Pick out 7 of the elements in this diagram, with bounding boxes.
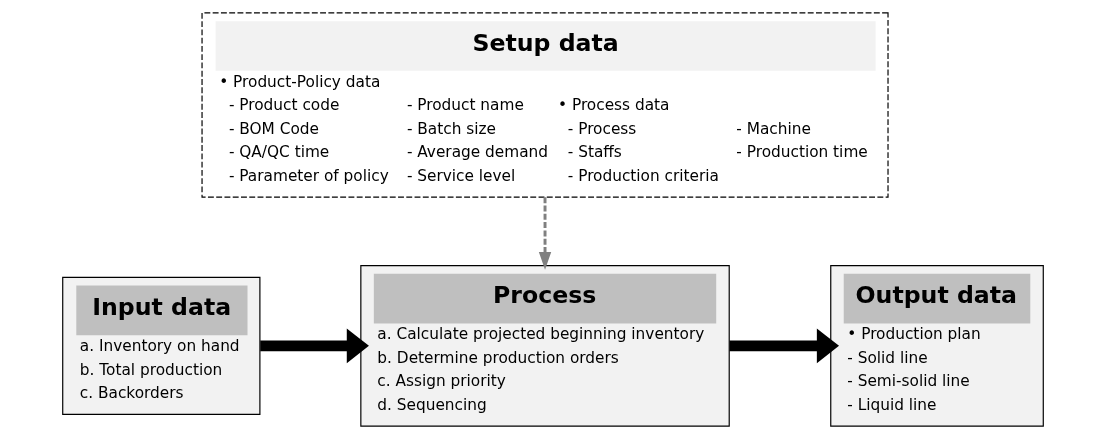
arrow	[538, 197, 551, 270]
arrow	[259, 328, 369, 364]
node-box: Setup data • Product-Policy data - Product code - Product name • Process data - BOM Code - Batch size - Process - Machine - QA/QC time - Average demand - Staffs - Production time - Parameter of policy - Service level - Production criteria	[200, 12, 889, 198]
arrow	[729, 328, 839, 364]
node-box: Process a. Calculate projected beginning inventory b. Determine production orders c. Assign priority d. Sequencing	[359, 264, 730, 427]
node-box: Output data • Production plan - Solid line - Semi-solid line - Liquid line	[829, 264, 1044, 427]
node-box: Input data a. Inventory on hand b. Total production c. Backorders	[61, 276, 260, 415]
